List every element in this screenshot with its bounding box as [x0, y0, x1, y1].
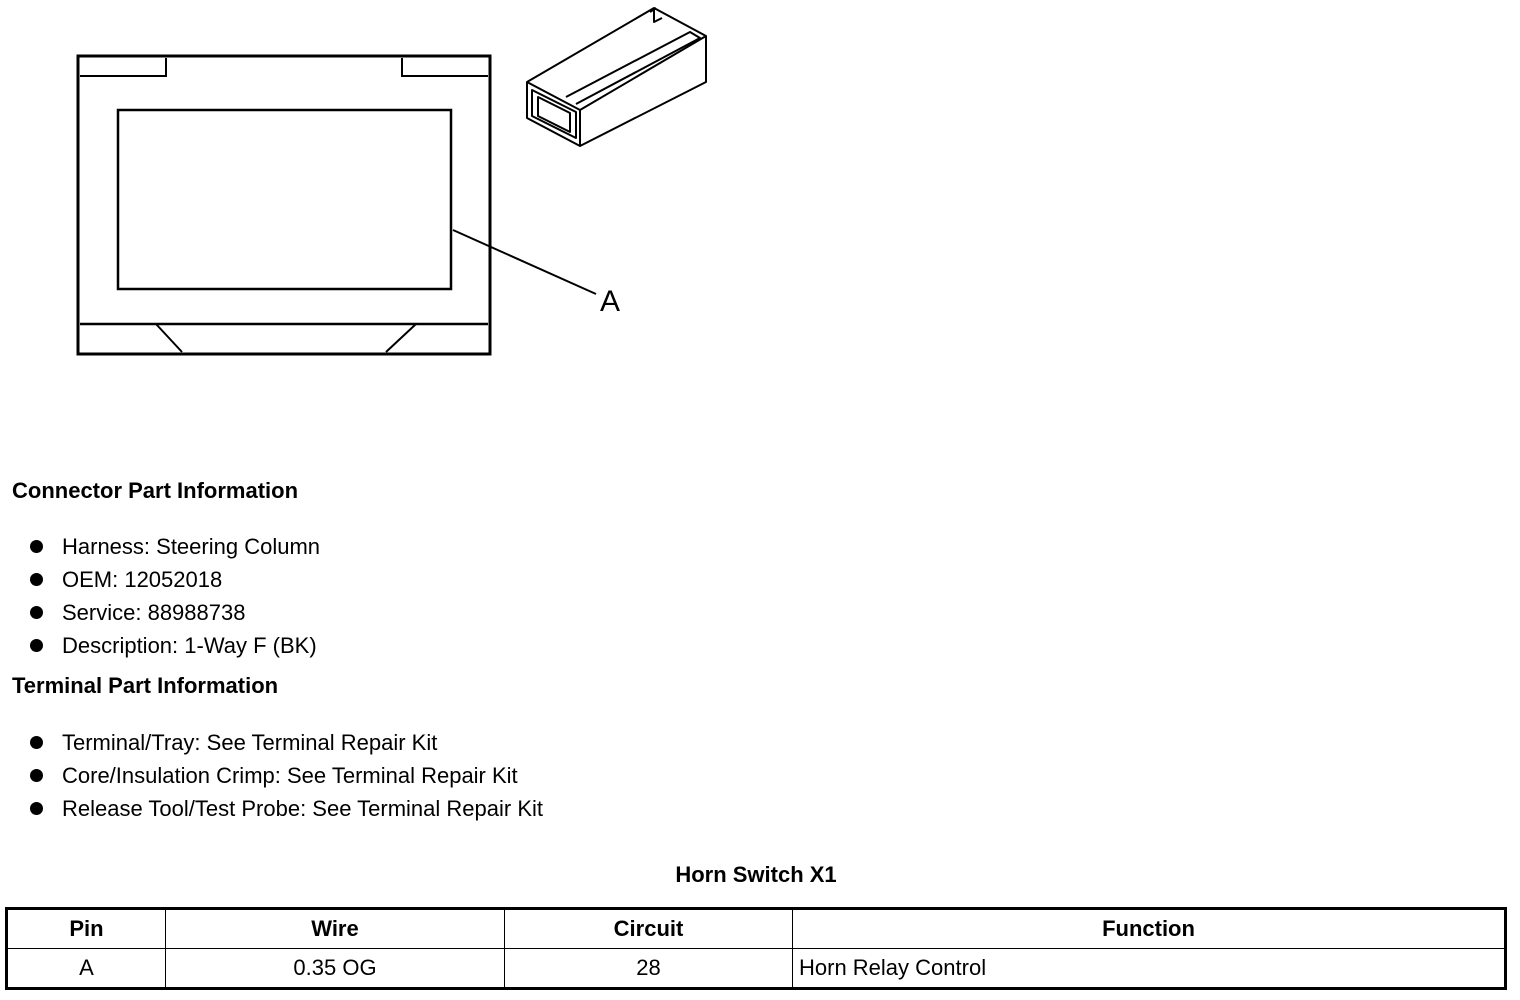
function-cell: Horn Relay Control: [792, 948, 1506, 989]
list-item-text: Service: 88988738: [62, 600, 246, 625]
table-row: A 0.35 OG 28 Horn Relay Control: [6, 948, 1506, 989]
connector-face-view: [76, 54, 597, 356]
list-item-text: Release Tool/Test Probe: See Terminal Re…: [62, 796, 543, 821]
table-header-row: Pin Wire Circuit Function: [6, 908, 1506, 949]
list-item: Core/Insulation Crimp: See Terminal Repa…: [28, 759, 543, 792]
bullet-icon: [30, 573, 43, 586]
bullet-icon: [30, 540, 43, 553]
list-item: Harness: Steering Column: [28, 530, 320, 563]
connector-info-list: Harness: Steering Column OEM: 12052018 S…: [28, 530, 320, 662]
bullet-icon: [30, 769, 43, 782]
list-item: Terminal/Tray: See Terminal Repair Kit: [28, 726, 543, 759]
connector-illustration: A: [0, 0, 760, 420]
column-header-wire: Wire: [165, 908, 505, 949]
wire-cell: 0.35 OG: [165, 948, 505, 989]
list-item-text: Harness: Steering Column: [62, 534, 321, 559]
list-item-text: Terminal/Tray: See Terminal Repair Kit: [62, 730, 438, 755]
terminal-info-list: Terminal/Tray: See Terminal Repair Kit C…: [28, 726, 543, 825]
column-header-circuit: Circuit: [504, 908, 793, 949]
list-item: Release Tool/Test Probe: See Terminal Re…: [28, 792, 543, 825]
list-item-text: Description: 1-Way F (BK): [62, 633, 317, 658]
column-header-function: Function: [792, 908, 1506, 949]
callout-label-a: A: [600, 285, 620, 318]
list-item: Description: 1-Way F (BK): [28, 629, 320, 662]
bullet-icon: [30, 639, 43, 652]
bullet-icon: [30, 736, 43, 749]
circuit-cell: 28: [504, 948, 793, 989]
terminal-info-heading: Terminal Part Information: [12, 673, 279, 698]
connector-info-heading: Connector Part Information: [12, 478, 299, 503]
bullet-icon: [30, 606, 43, 619]
pin-table-title: Horn Switch X1: [675, 862, 837, 887]
column-header-pin: Pin: [6, 908, 166, 949]
list-item: OEM: 12052018: [28, 563, 320, 596]
connector-3d-view: [526, 7, 707, 147]
bullet-icon: [30, 802, 43, 815]
list-item: Service: 88988738: [28, 596, 320, 629]
list-item-text: Core/Insulation Crimp: See Terminal Repa…: [62, 763, 518, 788]
list-item-text: OEM: 12052018: [62, 567, 223, 592]
pin-cell: A: [6, 948, 166, 989]
pin-table: Pin Wire Circuit Function A 0.35 OG 28 H…: [5, 907, 1507, 990]
